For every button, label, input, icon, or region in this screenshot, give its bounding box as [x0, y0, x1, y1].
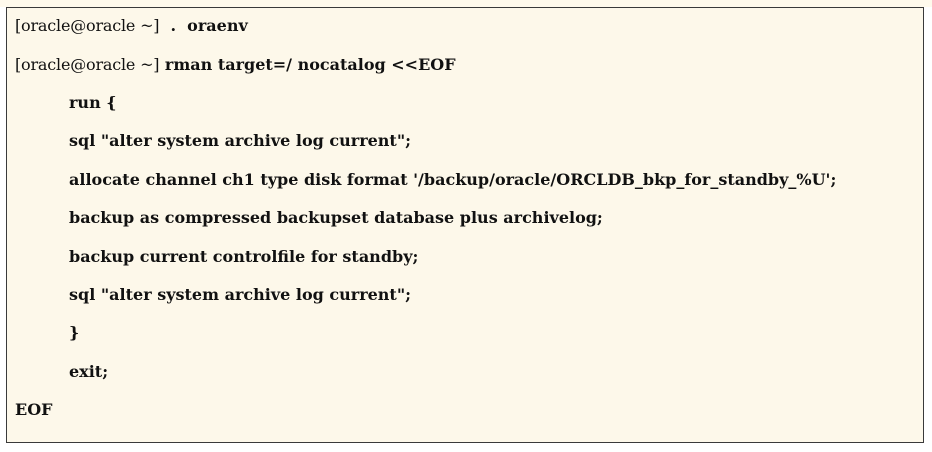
command-text: backup current controlfile for standby;	[69, 247, 419, 266]
command-text: run {	[69, 93, 117, 112]
code-line-run: run {	[69, 92, 117, 114]
command-text: rman target=/ nocatalog <<EOF	[159, 55, 456, 74]
command-text: allocate channel ch1 type disk format '/…	[69, 170, 837, 189]
code-line-oraenv: [oracle@oracle ~] . oraenv	[15, 15, 248, 37]
code-line-close-brace: }	[69, 322, 79, 344]
command-text: }	[69, 323, 80, 342]
code-line-eof: EOF	[15, 399, 53, 421]
shell-prompt: [oracle@oracle ~]	[15, 16, 160, 35]
command-text: EOF	[15, 400, 53, 419]
top-strip	[0, 0, 932, 7]
code-line-backup-controlfile: backup current controlfile for standby;	[69, 246, 418, 268]
code-line-rman: [oracle@oracle ~] rman target=/ nocatalo…	[15, 54, 456, 76]
code-line-exit: exit;	[69, 361, 108, 383]
command-text: . oraenv	[159, 16, 248, 35]
shell-prompt: [oracle@oracle ~]	[15, 55, 160, 74]
command-text: backup as compressed backupset database …	[69, 208, 603, 227]
command-text: sql "alter system archive log current";	[69, 285, 412, 304]
command-text: exit;	[69, 362, 109, 381]
code-line-sql-2: sql "alter system archive log current";	[69, 284, 411, 306]
code-line-allocate: allocate channel ch1 type disk format '/…	[69, 169, 836, 191]
terminal-code-block: [oracle@oracle ~] . oraenv [oracle@oracl…	[6, 7, 924, 443]
code-line-backup-db: backup as compressed backupset database …	[69, 207, 603, 229]
command-text: sql "alter system archive log current";	[69, 131, 412, 150]
code-line-sql-1: sql "alter system archive log current";	[69, 130, 411, 152]
